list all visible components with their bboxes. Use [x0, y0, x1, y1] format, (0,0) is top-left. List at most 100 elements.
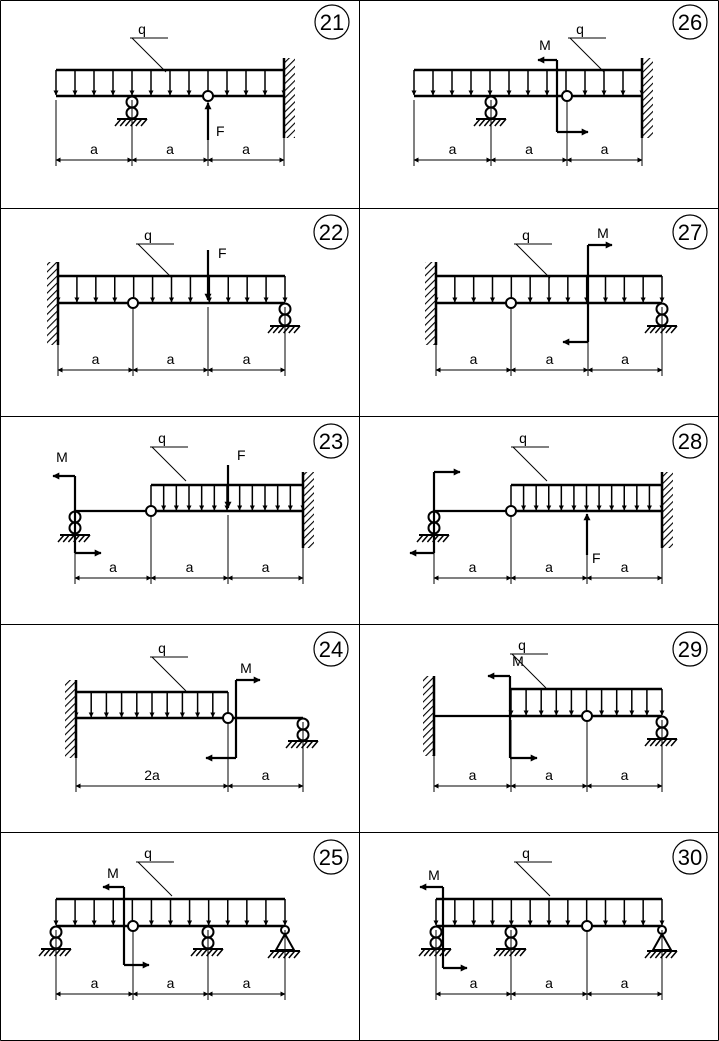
panel-number-circle: [313, 214, 349, 250]
ground-hatch: [288, 325, 296, 334]
panel-number: 21: [320, 10, 344, 35]
moment-M-label: M: [56, 449, 68, 465]
moment-M-label: M: [597, 225, 609, 241]
dimension-label: a: [262, 767, 270, 783]
ground-hatch: [195, 948, 203, 957]
dimension-label: a: [243, 351, 251, 367]
ground-hatch: [311, 740, 319, 749]
ground-hatch: [437, 534, 445, 543]
dimension-label: a: [545, 767, 553, 783]
ground-hatch: [290, 740, 298, 749]
dimension-label: 2a: [144, 767, 160, 783]
ground-hatch: [493, 948, 501, 957]
q-label: q: [158, 430, 166, 446]
dimension-label: a: [621, 767, 629, 783]
q-leader: [569, 37, 605, 73]
ground-hatch: [59, 948, 67, 957]
dimension-label: a: [470, 975, 478, 991]
hinge-icon: [145, 505, 157, 517]
ground-hatch: [665, 325, 673, 334]
ground-hatch: [428, 948, 436, 957]
dimension-label: a: [92, 351, 100, 367]
ground-hatch: [43, 948, 51, 957]
ground-hatch: [67, 534, 75, 543]
panel-number: 22: [319, 220, 343, 245]
ground-hatch: [38, 948, 46, 957]
dimension-label: a: [470, 351, 478, 367]
dimension-label: a: [243, 975, 251, 991]
panel-number-circle: [672, 4, 708, 40]
dimension-label: a: [469, 559, 477, 575]
ground-hatch: [272, 950, 280, 959]
hinge-icon: [202, 90, 214, 102]
panel-number: 29: [678, 637, 702, 662]
q-label: q: [144, 227, 152, 243]
ground-hatch: [277, 325, 285, 334]
ground-hatch: [519, 948, 527, 957]
q-leader: [512, 446, 548, 482]
ground-hatch: [135, 118, 143, 127]
q-leader: [137, 861, 173, 897]
ground-hatch: [83, 534, 91, 543]
q-leader: [515, 243, 551, 279]
ground-hatch: [442, 534, 450, 543]
dimension-label: a: [546, 351, 554, 367]
panel-number-circle: [313, 631, 349, 667]
dimension-label: a: [621, 351, 629, 367]
ground-hatch: [267, 325, 275, 334]
ground-hatch: [670, 738, 678, 747]
force-F-label: F: [237, 447, 246, 463]
dimension-label: a: [469, 767, 477, 783]
ground-hatch: [416, 534, 424, 543]
wall-hatch: [425, 262, 436, 345]
ground-hatch: [654, 738, 662, 747]
dimension-label: a: [186, 559, 194, 575]
wall-hatch: [65, 680, 76, 758]
ground-hatch: [498, 948, 506, 957]
ground-hatch: [423, 948, 431, 957]
ground-hatch: [288, 950, 296, 959]
dimension-label: a: [449, 141, 457, 157]
ground-hatch: [64, 948, 72, 957]
dimension-label: a: [242, 141, 250, 157]
ground-hatch: [277, 950, 285, 959]
ground-hatch: [78, 534, 86, 543]
ground-hatch: [426, 534, 434, 543]
ground-hatch: [644, 738, 652, 747]
panel-number: 26: [678, 10, 702, 35]
q-label: q: [519, 430, 527, 446]
ground-hatch: [483, 118, 491, 127]
wall-hatch: [662, 472, 673, 548]
ground-hatch: [644, 325, 652, 334]
dimension-label: a: [601, 141, 609, 157]
ground-hatch: [665, 950, 673, 959]
q-leader: [151, 656, 187, 692]
moment-M-label: M: [107, 865, 119, 881]
ground-hatch: [473, 118, 481, 127]
dimension-label: a: [167, 975, 175, 991]
ground-hatch: [211, 948, 219, 957]
ground-hatch: [272, 325, 280, 334]
panel-number-circle: [672, 423, 708, 459]
dimension-label: a: [167, 351, 175, 367]
hinge-icon: [127, 297, 139, 309]
ground-hatch: [654, 325, 662, 334]
moment-M-label: M: [428, 867, 440, 883]
dimension-label: a: [621, 975, 629, 991]
q-label: q: [158, 640, 166, 656]
ground-hatch: [670, 950, 678, 959]
force-F-label: F: [592, 550, 601, 566]
wall-hatch: [642, 58, 653, 138]
dimension-label: a: [545, 975, 553, 991]
panel-number: 24: [319, 637, 343, 662]
ground-hatch: [285, 740, 293, 749]
ground-hatch: [48, 948, 56, 957]
hinge-icon: [222, 712, 234, 724]
panel-number-circle: [672, 214, 708, 250]
